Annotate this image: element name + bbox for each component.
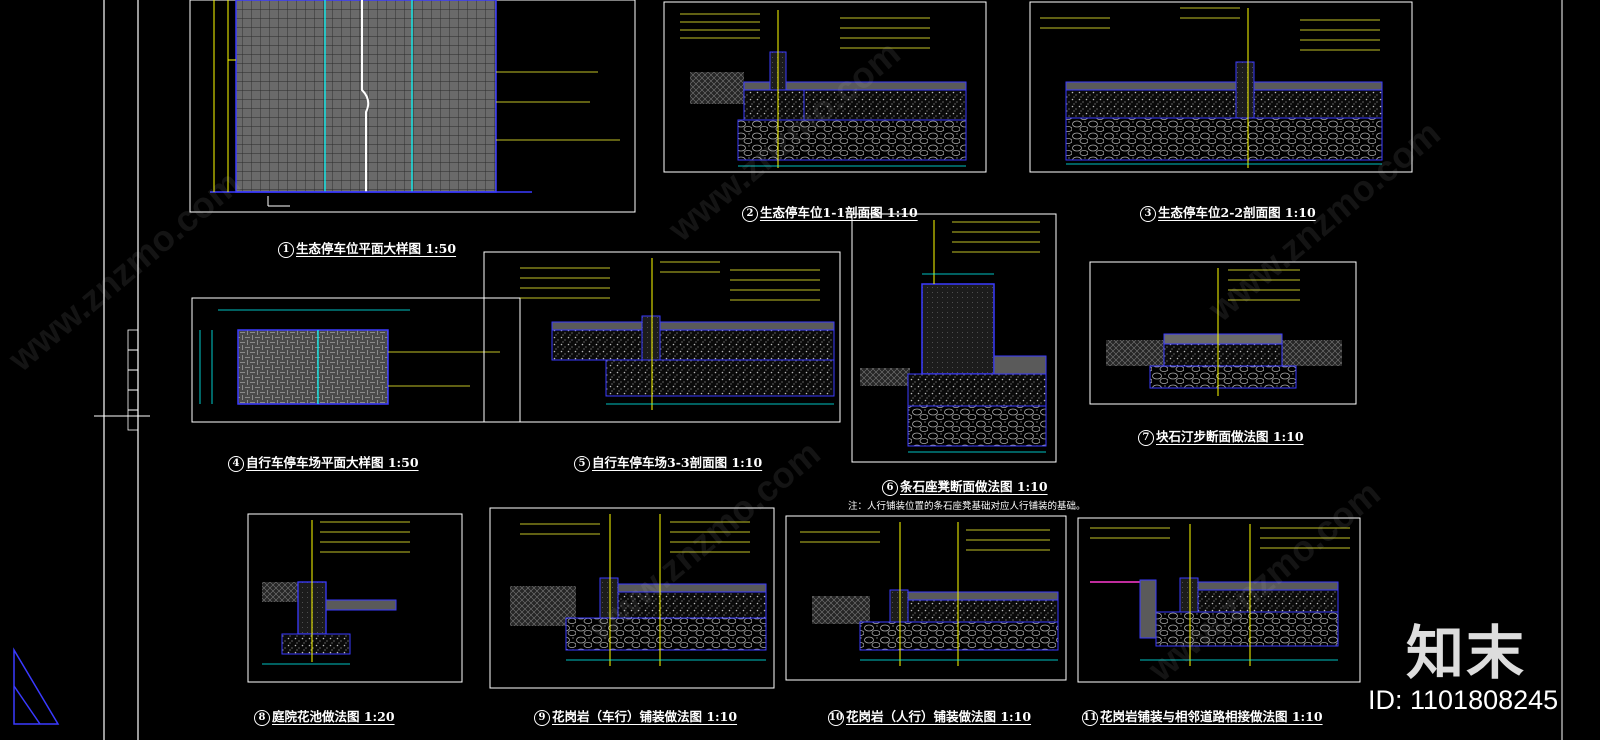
detail-6-stone-bench-section xyxy=(851,213,1057,463)
brand-logo: 知末 xyxy=(1406,619,1527,687)
detail-2-section-1-1 xyxy=(663,1,987,173)
detail-3-section-2-2 xyxy=(1029,1,1413,173)
detail-4-bicycle-plan xyxy=(191,297,521,423)
detail-8-courtyard-planter xyxy=(247,513,463,683)
detail-7-stepping-stone-section xyxy=(1089,261,1357,405)
corner-triangle-symbol xyxy=(13,647,60,725)
detail-5-bicycle-section-3-3 xyxy=(483,251,841,423)
detail-11-granite-road-junction xyxy=(1077,517,1361,683)
sheet-frame xyxy=(94,0,1563,740)
drawing-id: ID: 1101808245 xyxy=(1368,685,1559,715)
note-detail-6: 注：人行铺装位置的条石座凳基础对应人行铺装的基础。 xyxy=(848,501,1086,512)
detail-10-granite-pedestrian-paving xyxy=(785,515,1067,681)
detail-1-parking-plan xyxy=(189,0,636,213)
detail-9-granite-vehicle-paving xyxy=(489,507,775,689)
